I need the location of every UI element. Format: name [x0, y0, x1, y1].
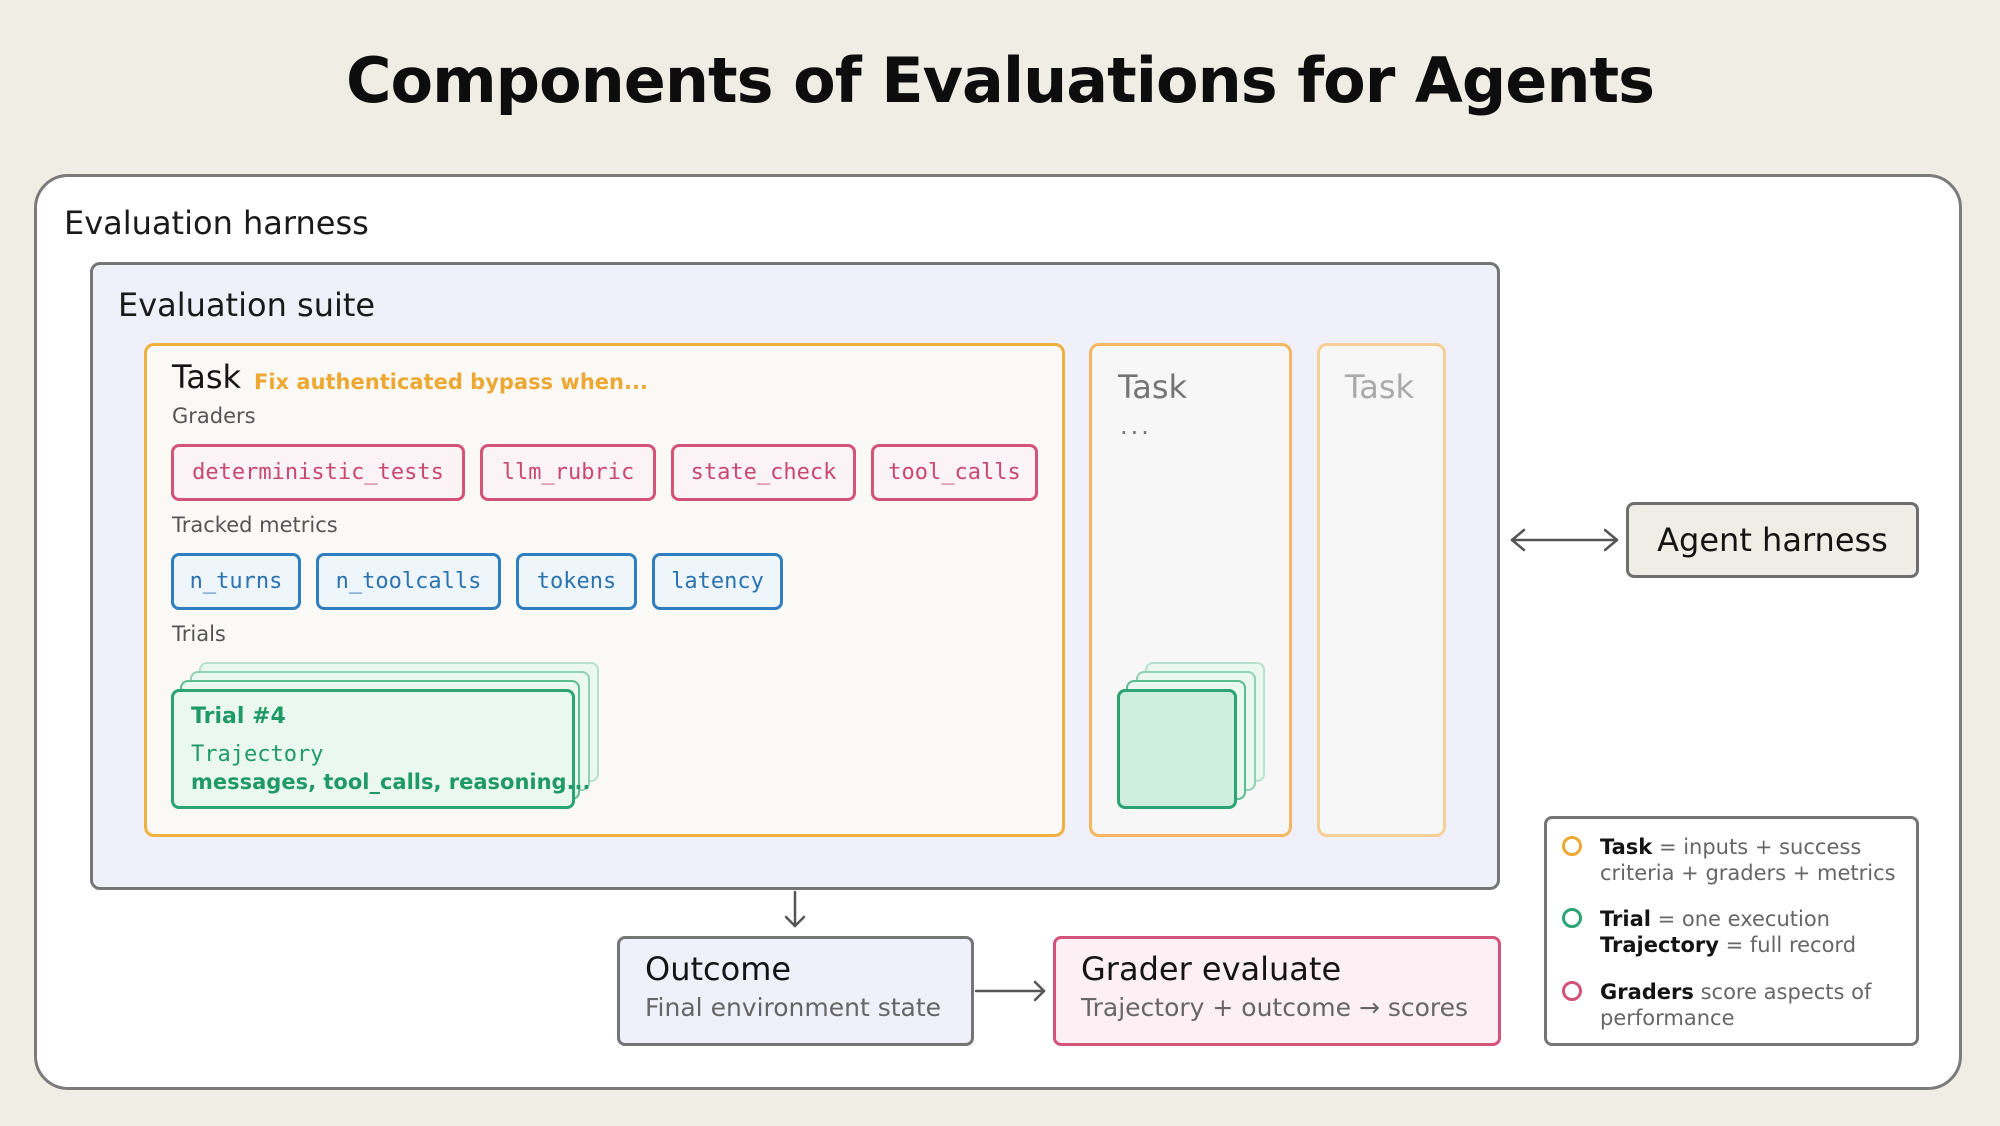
agent-harness-arrowhead-right-icon	[1603, 528, 1619, 552]
grader-evaluate-subtitle-part2: scores	[1387, 993, 1469, 1022]
legend-trial-dot-icon	[1562, 908, 1582, 928]
metric-chip-n-turns: n_turns	[171, 553, 301, 610]
task-main-description: Fix authenticated bypass when...	[254, 370, 648, 394]
outcome-box	[617, 936, 974, 1046]
trial-title: Trial #4	[191, 704, 286, 729]
legend-trial-desc: = one execution	[1650, 907, 1830, 931]
page-title: Components of Evaluations for Agents	[345, 44, 1655, 117]
legend-graders-dot-icon	[1562, 981, 1582, 1001]
legend-graders-key: Graders	[1600, 980, 1694, 1004]
task-card-2-label: Task	[1118, 368, 1188, 406]
agent-harness-box: Agent harness	[1626, 502, 1919, 578]
task-card-3-label: Task	[1345, 368, 1415, 406]
task-card-2-ellipsis: ...	[1120, 412, 1152, 440]
grader-evaluate-arrow: →	[1358, 993, 1380, 1022]
grader-chip-state-check: state_check	[671, 444, 856, 501]
grader-evaluate-box	[1053, 936, 1501, 1046]
grader-chip-llm-rubric: llm_rubric	[480, 444, 656, 501]
metric-chip-n-toolcalls: n_toolcalls	[316, 553, 501, 610]
legend-graders-text: Graders score aspects of performance	[1600, 979, 1900, 1031]
task-main-label: Task	[172, 358, 242, 396]
trial-card-front	[171, 689, 575, 809]
trial-trajectory-label: Trajectory	[191, 742, 324, 767]
legend-task-key: Task	[1600, 835, 1653, 859]
evaluation-harness-label: Evaluation harness	[64, 204, 369, 242]
grader-evaluate-title: Grader evaluate	[1081, 950, 1342, 988]
grader-evaluate-subtitle: Trajectory + outcome → scores	[1081, 993, 1468, 1022]
mini-trial-front	[1117, 689, 1237, 809]
grader-chip-deterministic-tests: deterministic_tests	[171, 444, 465, 501]
legend-task-dot-icon	[1562, 836, 1582, 856]
outcome-subtitle: Final environment state	[645, 993, 942, 1022]
outcome-to-grader-arrowhead-icon	[1033, 980, 1046, 1002]
suite-to-outcome-arrowhead-icon	[784, 915, 806, 928]
legend-box	[1544, 816, 1919, 1046]
outcome-title: Outcome	[645, 950, 792, 988]
metric-chip-latency: latency	[652, 553, 783, 610]
legend-task-text: Task = inputs + success criteria + grade…	[1600, 834, 1900, 886]
graders-section-label: Graders	[172, 404, 256, 428]
legend-trial-key: Trial	[1600, 907, 1651, 931]
grader-evaluate-subtitle-part1: Trajectory + outcome	[1081, 993, 1351, 1022]
legend-trajectory-key: Trajectory	[1600, 933, 1719, 957]
trial-trajectory-detail: messages, tool_calls, reasoning...	[191, 770, 591, 794]
tracked-metrics-section-label: Tracked metrics	[172, 513, 338, 537]
legend-task-desc: = inputs + success criteria + graders + …	[1600, 835, 1896, 885]
evaluation-suite-label: Evaluation suite	[118, 286, 376, 324]
agent-harness-arrowhead-left-icon	[1510, 528, 1526, 552]
legend-trajectory-desc: = full record	[1718, 933, 1857, 957]
trials-section-label: Trials	[172, 622, 226, 646]
grader-chip-tool-calls: tool_calls	[871, 444, 1038, 501]
metric-chip-tokens: tokens	[516, 553, 637, 610]
legend-graders-desc: score aspects of performance	[1600, 980, 1872, 1030]
task-card-3	[1317, 343, 1446, 837]
